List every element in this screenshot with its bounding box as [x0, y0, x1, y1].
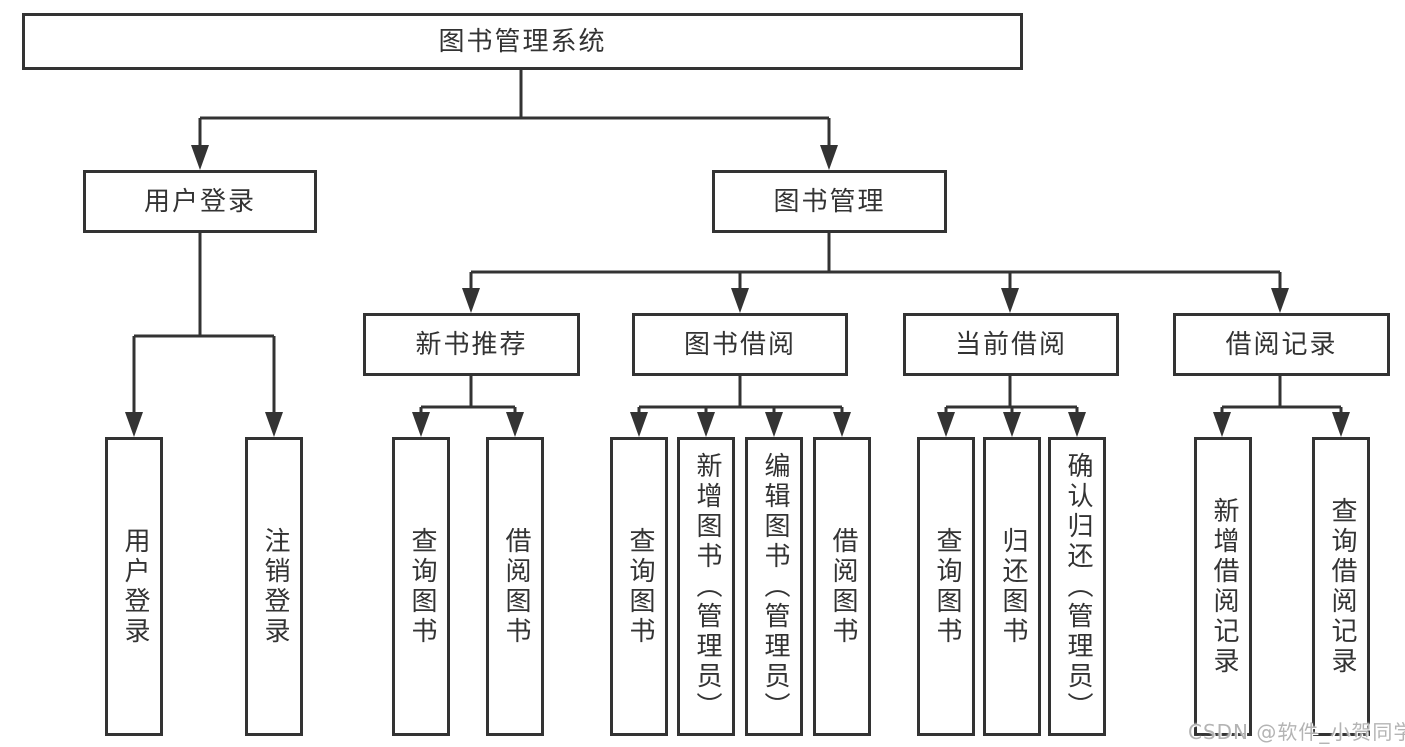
node-query-books-borrowing: 查询图书: [610, 437, 668, 736]
node-user-login: 用户登录: [83, 170, 317, 233]
node-label: 查询图书: [931, 526, 962, 647]
node-label: 查询借阅记录: [1326, 496, 1357, 677]
node-return-books: 归还图书: [983, 437, 1041, 736]
node-label: 当前借阅: [954, 329, 1067, 360]
node-borrow-books-borrowing: 借阅图书: [813, 437, 871, 736]
node-query-books-recommend: 查询图书: [392, 437, 450, 736]
node-borrow-books-recommend: 借阅图书: [486, 437, 544, 736]
node-label: 借阅图书: [500, 526, 531, 647]
node-logout-op: 注销登录: [245, 437, 303, 736]
node-label: 图书管理系统: [438, 26, 607, 57]
node-label: 新增借阅记录: [1208, 496, 1239, 677]
node-label: 用户登录: [119, 526, 150, 647]
node-label: 图书管理: [773, 186, 886, 217]
node-label: 新书推荐: [415, 329, 528, 360]
node-label: 查询图书: [406, 526, 437, 647]
node-book-management: 图书管理: [712, 170, 947, 233]
node-new-book-recommendation: 新书推荐: [363, 313, 580, 376]
node-label: 图书借阅: [683, 329, 796, 360]
node-confirm-return-admin: 确认归还（管理员）: [1048, 437, 1106, 736]
node-book-borrowing: 图书借阅: [632, 313, 848, 376]
node-add-books-admin: 新增图书（管理员）: [677, 437, 735, 736]
node-edit-books-admin: 编辑图书（管理员）: [745, 437, 803, 736]
node-label: 注销登录: [259, 526, 290, 647]
node-query-books-current: 查询图书: [917, 437, 975, 736]
node-label: 归还图书: [997, 526, 1028, 647]
node-current-borrowing: 当前借阅: [903, 313, 1119, 376]
csdn-watermark: CSDN @软件_小贺同学: [1188, 720, 1405, 744]
node-label: 查询图书: [624, 526, 655, 647]
node-label: 借阅图书: [827, 526, 858, 647]
node-label: 用户登录: [143, 186, 256, 217]
node-label: 新增图书（管理员）: [691, 451, 722, 722]
node-label: 借阅记录: [1225, 329, 1338, 360]
node-borrowing-records: 借阅记录: [1173, 313, 1390, 376]
node-label: 编辑图书（管理员）: [759, 451, 790, 722]
node-query-borrow-record: 查询借阅记录: [1312, 437, 1370, 736]
node-user-login-op: 用户登录: [105, 437, 163, 736]
node-add-borrow-record: 新增借阅记录: [1194, 437, 1252, 736]
node-label: 确认归还（管理员）: [1062, 451, 1093, 722]
node-library-management-system: 图书管理系统: [22, 13, 1023, 70]
